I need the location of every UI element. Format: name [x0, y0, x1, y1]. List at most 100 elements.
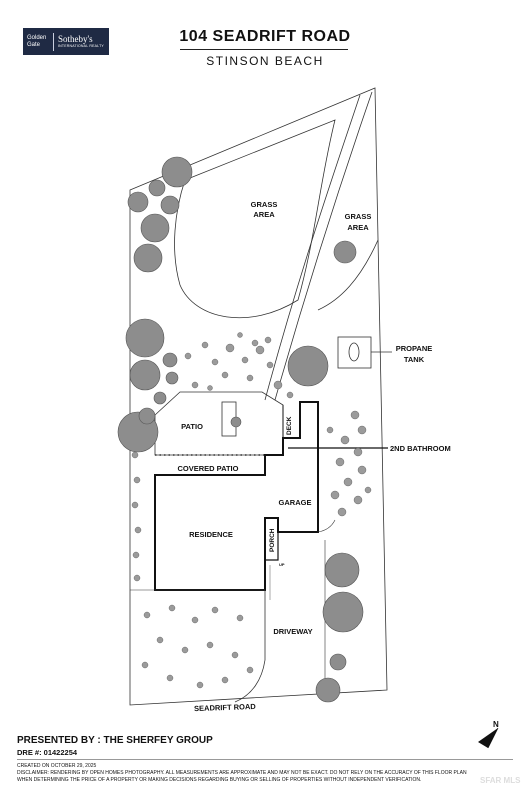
propane-tank	[348, 342, 360, 362]
shrub	[196, 681, 204, 689]
grass-area-right	[317, 239, 379, 311]
propane-label-1: PROPANE	[396, 344, 433, 353]
shrub	[141, 661, 149, 669]
shrub	[357, 425, 367, 435]
logo-brand: Sotheby's	[58, 33, 93, 44]
brokerage-logo: Golden Gate Sotheby's INTERNATIONAL REAL…	[23, 28, 109, 55]
created-date: CREATED ON OCTOBER 29, 2025	[17, 763, 97, 769]
shrub	[264, 336, 272, 344]
propane-label-2: TANK	[404, 355, 425, 364]
tree	[160, 195, 180, 215]
covered-patio-label: COVERED PATIO	[178, 464, 239, 473]
tree	[322, 591, 364, 633]
shrub	[211, 358, 219, 366]
shrub	[246, 666, 254, 674]
garage-door-swing	[317, 519, 336, 533]
deck-label: DECK	[286, 416, 293, 435]
shrub	[335, 457, 345, 467]
north-arrow: N	[478, 720, 499, 749]
garden-path	[264, 94, 361, 401]
shrub	[132, 551, 140, 559]
disclaimer: DISCLAIMER: RENDERING BY OPEN HOMES PHOT…	[17, 770, 467, 783]
grass-area-right-label-1: GRASS	[345, 212, 372, 221]
tree	[153, 391, 167, 405]
shrub	[143, 611, 151, 619]
grass-area-left	[174, 119, 336, 319]
up-label: UP	[279, 562, 285, 567]
trees	[117, 156, 364, 703]
property-boundary	[129, 87, 388, 706]
tree	[230, 416, 242, 428]
shrub	[184, 352, 192, 360]
shrub	[350, 410, 360, 420]
logo-text-golden: Golden	[27, 34, 47, 41]
title-divider	[180, 49, 348, 50]
tree	[129, 359, 161, 391]
footer-divider	[17, 759, 513, 760]
tree	[333, 240, 357, 264]
north-label: N	[493, 720, 499, 729]
page-subtitle: STINSON BEACH	[206, 54, 324, 68]
tree	[161, 156, 193, 188]
shrub	[133, 574, 141, 582]
propane-tank-pad	[337, 336, 372, 369]
shrub	[133, 476, 141, 484]
shrub	[337, 507, 347, 517]
tree	[162, 352, 178, 368]
patio-label: PATIO	[181, 422, 203, 431]
residence-outline	[154, 401, 319, 591]
porch-outline	[265, 517, 279, 561]
shrub	[273, 380, 283, 390]
shrub	[201, 341, 209, 349]
shrub	[340, 435, 350, 445]
residence-label: RESIDENCE	[189, 530, 233, 539]
shrubs	[131, 332, 372, 689]
shrub	[330, 490, 340, 500]
shrub	[166, 674, 174, 682]
shrub	[237, 332, 243, 338]
shrub	[326, 426, 334, 434]
shrub	[357, 465, 367, 475]
shrub	[364, 486, 372, 494]
shrub	[236, 614, 244, 622]
logo-sothebys: Sotheby's INTERNATIONAL REALTY	[54, 33, 104, 49]
tree	[133, 243, 163, 273]
shrub	[225, 343, 235, 353]
shrub	[353, 447, 363, 457]
page-title: 104 SEADRIFT ROAD	[179, 28, 351, 45]
tree	[329, 653, 347, 671]
logo-brand-sub: INTERNATIONAL REALTY	[58, 43, 104, 48]
shrub	[251, 339, 259, 347]
shrub	[221, 676, 229, 684]
shrub	[131, 451, 139, 459]
shrub	[221, 371, 229, 379]
porch-label: PORCH	[269, 528, 276, 552]
shrub	[211, 606, 219, 614]
tree	[148, 179, 166, 197]
shrub	[191, 381, 199, 389]
tree	[127, 191, 149, 213]
logo-separator	[53, 32, 54, 51]
dre-number: DRE #: 01422254	[17, 748, 78, 757]
shrub	[131, 501, 139, 509]
shrub	[134, 526, 142, 534]
tree	[138, 407, 156, 425]
shrub	[231, 651, 239, 659]
shrub	[191, 616, 199, 624]
seadrift-road-label: SEADRIFT ROAD	[194, 702, 257, 713]
patio-outline	[154, 391, 284, 456]
logo-golden-gate: Golden Gate	[23, 35, 53, 49]
presented-by: PRESENTED BY : THE SHERFEY GROUP	[17, 735, 213, 746]
shrub	[241, 356, 249, 364]
shrub	[156, 636, 164, 644]
garden-path-edge	[274, 91, 373, 401]
tree	[315, 677, 341, 703]
shrub	[255, 345, 265, 355]
tree	[140, 213, 170, 243]
shrub	[353, 495, 363, 505]
shrub	[168, 604, 176, 612]
grass-area-left-label-1: GRASS	[251, 200, 278, 209]
grass-area-left-label-2: AREA	[253, 210, 275, 219]
logo-text-gate: Gate	[27, 41, 41, 48]
